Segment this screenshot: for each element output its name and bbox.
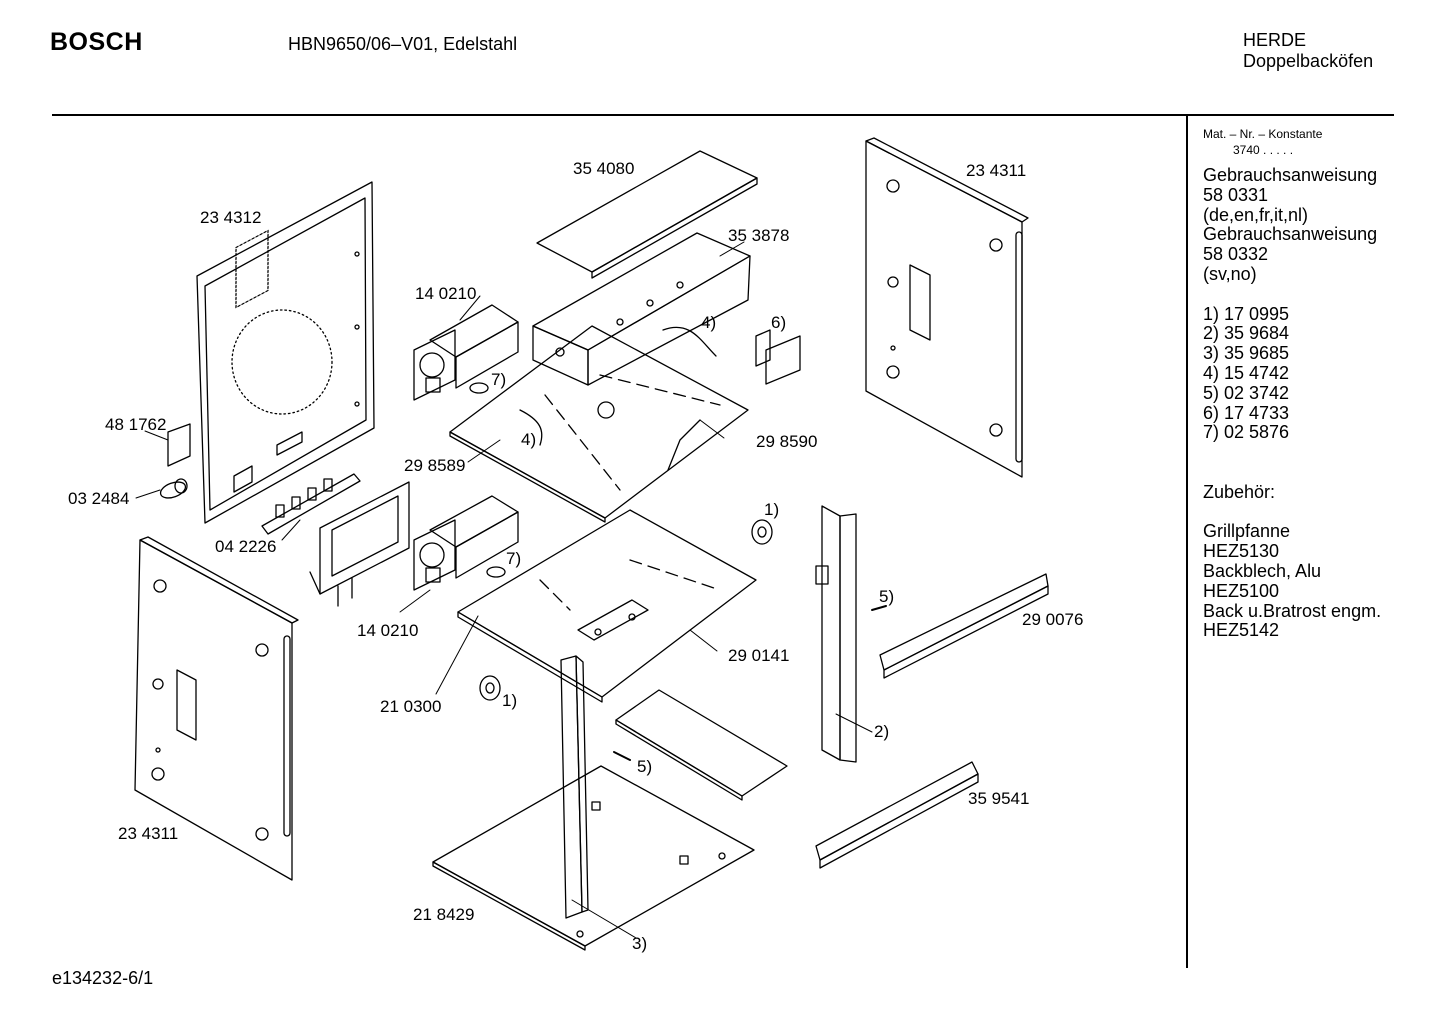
part-label: 48 1762: [105, 415, 167, 434]
sidebar-line: [1203, 285, 1381, 305]
inner-panel-part: [196, 181, 375, 524]
model-title: HBN9650/06–V01, Edelstahl: [288, 34, 518, 54]
part-label: 5): [637, 757, 653, 776]
part-label: 4): [701, 313, 717, 332]
sidebar-line: 2) 35 9684: [1203, 323, 1290, 344]
clip-part: [662, 326, 717, 357]
sidebar-line: 7) 02 5876: [1203, 422, 1290, 443]
part-label: 6): [771, 313, 787, 332]
cover-part: [532, 232, 751, 386]
part-label: 04 2226: [215, 537, 277, 556]
document-code: e134232-6/1: [52, 968, 154, 988]
sidebar-line: (de,en,fr,it,nl): [1203, 204, 1309, 225]
sidebar-line: HEZ5142: [1203, 620, 1280, 641]
part-label: 4): [521, 430, 537, 449]
side-panel-part: [134, 536, 299, 881]
screw-part: [871, 605, 887, 611]
heat-shield-part: [449, 325, 749, 523]
part-label: 35 4080: [573, 159, 635, 178]
side-rail-part: [815, 505, 857, 763]
subcategory-label: Doppelbacköfen: [1243, 51, 1374, 71]
washer-part: [469, 382, 489, 394]
sidebar-line: 5) 02 3742: [1203, 382, 1290, 403]
sidebar-line: 1) 17 0995: [1203, 303, 1290, 324]
part-label: 7): [506, 549, 522, 568]
part-label: 23 4312: [200, 208, 262, 227]
knob-part: [159, 478, 188, 499]
part-label: 29 8590: [756, 432, 818, 451]
part-label: 1): [764, 500, 780, 519]
switch-strip-part: [261, 473, 361, 535]
category-label: HERDE: [1243, 30, 1307, 50]
grommet-part-lower: [479, 675, 501, 701]
sidebar-line: 6) 17 4733: [1203, 402, 1290, 423]
sidebar-line: Zubehör:: [1203, 481, 1276, 502]
part-label: 35 9541: [968, 789, 1030, 808]
fan-motor-part-lower: [413, 495, 519, 591]
base-plate-part: [432, 765, 755, 951]
part-label: 29 0141: [728, 646, 790, 665]
runner-part-lower: [815, 761, 979, 869]
part-label: 35 3878: [728, 226, 790, 245]
part-label: 21 0300: [380, 697, 442, 716]
part-label: 1): [502, 691, 518, 710]
cover-plate-part: [615, 689, 788, 801]
sidebar-line: Gebrauchsanweisung: [1203, 165, 1378, 185]
sidebar-line: [1203, 443, 1381, 463]
sidebar-line: 3) 35 9685: [1203, 343, 1290, 364]
sidebar-line: Back u.Bratrost engm.: [1203, 600, 1382, 621]
sidebar-line: [1203, 503, 1381, 523]
part-label: 03 2484: [68, 489, 130, 508]
part-label: 21 8429: [413, 905, 475, 924]
relay-part: [755, 329, 801, 385]
baffle-plate-part: [457, 509, 757, 703]
sidebar-line: Grillpfanne: [1203, 521, 1291, 542]
runner-part: [879, 573, 1049, 679]
top-strip-part: [536, 150, 758, 279]
part-label: 5): [879, 587, 895, 606]
header-divider: [52, 114, 1394, 116]
grommet-part: [751, 519, 773, 545]
sidebar-line: [1203, 463, 1381, 483]
sidebar-divider: [1186, 116, 1188, 968]
sidebar-line: 58 0332: [1203, 244, 1269, 265]
sidebar-line: 4) 15 4742: [1203, 362, 1290, 383]
clip-part-lower: [519, 409, 543, 446]
part-label: 29 8589: [404, 456, 466, 475]
leader-lines: [135, 241, 873, 939]
sidebar-line: HEZ5130: [1203, 541, 1280, 562]
sidebar-line: Backblech, Alu: [1203, 560, 1322, 581]
brand-logo: BOSCH: [50, 28, 143, 56]
fan-motor-part: [413, 304, 519, 401]
part-label: 23 4311: [966, 161, 1027, 180]
side-panel-part-right: [865, 137, 1029, 478]
sidebar-line: Gebrauchsanweisung: [1203, 224, 1378, 245]
washer-part-lower: [486, 566, 506, 578]
part-label: 23 4311: [118, 824, 179, 843]
sidebar-line: 58 0331: [1203, 184, 1269, 205]
frame-part: [309, 481, 410, 607]
part-label: 14 0210: [415, 284, 477, 303]
part-label: 29 0076: [1022, 610, 1084, 629]
sidebar-parts-list: Gebrauchsanweisung 58 0331 (de,en,fr,it,…: [1203, 165, 1382, 641]
exploded-parts-diagram: [134, 137, 1049, 951]
sidebar-line: HEZ5100: [1203, 580, 1280, 601]
part-label: 14 0210: [357, 621, 419, 640]
part-label: 2): [874, 722, 890, 741]
screw-part-lower: [613, 751, 631, 761]
sidebar-line: (sv,no): [1203, 263, 1257, 284]
bracket-part: [167, 423, 191, 467]
material-number-label: Mat. – Nr. – Konstante: [1203, 127, 1323, 141]
material-number-value: 3740 . . . . .: [1233, 143, 1294, 157]
part-label: 7): [491, 370, 507, 389]
part-label: 3): [632, 934, 648, 953]
